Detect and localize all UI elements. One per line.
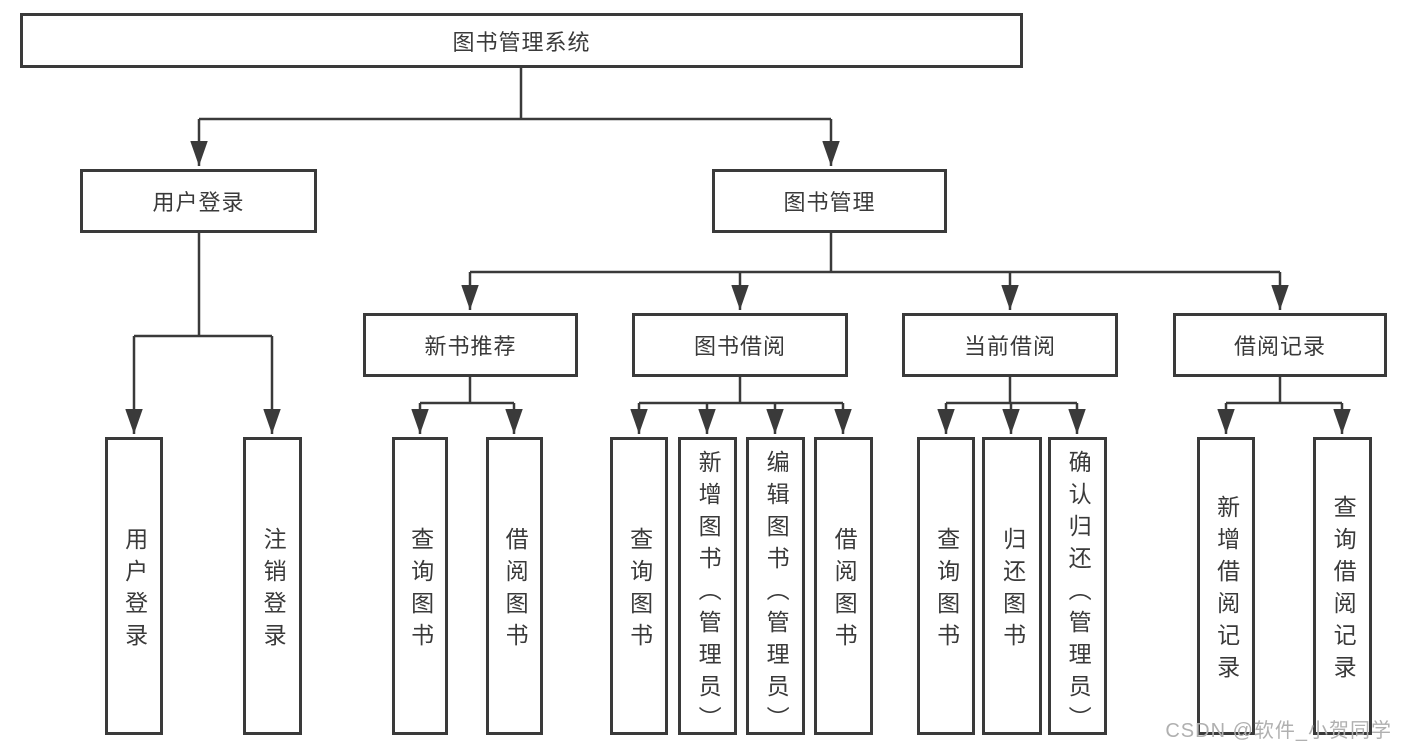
node-label: 确认归还（管理员） bbox=[1065, 449, 1092, 738]
node-new-book-recommend: 新书推荐 bbox=[363, 313, 578, 377]
node-leaf-logout: 注销登录 bbox=[243, 437, 302, 735]
node-label: 新增图书（管理员） bbox=[695, 449, 722, 738]
node-label: 用户登录 bbox=[152, 190, 245, 215]
node-label: 借阅图书 bbox=[831, 526, 858, 655]
node-book-borrowing: 图书借阅 bbox=[632, 313, 848, 377]
node-book-management-system: 图书管理系统 bbox=[20, 13, 1023, 68]
node-leaf-user-login: 用户登录 bbox=[105, 437, 163, 735]
node-label: 借阅图书 bbox=[502, 526, 529, 655]
node-label: 新书推荐 bbox=[424, 334, 517, 359]
node-leaf-cb-return-books: 归还图书 bbox=[982, 437, 1042, 735]
csdn-watermark: CSDN @软件_小贺同学 bbox=[1165, 720, 1392, 742]
node-label: 当前借阅 bbox=[963, 334, 1056, 359]
node-leaf-bb-edit-books-admin: 编辑图书（管理员） bbox=[746, 437, 805, 738]
node-label: 查询图书 bbox=[933, 526, 960, 655]
node-leaf-br-add-record: 新增借阅记录 bbox=[1197, 437, 1255, 735]
node-label: 编辑图书（管理员） bbox=[763, 449, 790, 738]
node-user-login-branch: 用户登录 bbox=[80, 169, 317, 233]
node-book-management-branch: 图书管理 bbox=[712, 169, 947, 233]
node-label: 借阅记录 bbox=[1233, 334, 1326, 359]
node-label: 查询图书 bbox=[407, 526, 434, 655]
node-borrow-records: 借阅记录 bbox=[1173, 313, 1387, 377]
node-label: 用户登录 bbox=[121, 526, 148, 655]
node-label: 注销登录 bbox=[260, 526, 287, 655]
node-label: 图书管理 bbox=[783, 190, 876, 215]
node-leaf-cb-query-books: 查询图书 bbox=[917, 437, 975, 735]
node-leaf-bb-query-books: 查询图书 bbox=[610, 437, 668, 735]
node-label: 查询借阅记录 bbox=[1330, 494, 1357, 687]
node-label: 查询图书 bbox=[626, 526, 653, 655]
node-label: 图书借阅 bbox=[693, 334, 786, 359]
node-leaf-cb-confirm-return-admin: 确认归还（管理员） bbox=[1048, 437, 1107, 738]
node-leaf-br-query-record: 查询借阅记录 bbox=[1313, 437, 1372, 735]
node-leaf-nb-query-books: 查询图书 bbox=[392, 437, 448, 735]
node-current-borrowing: 当前借阅 bbox=[902, 313, 1118, 377]
node-label: 新增借阅记录 bbox=[1213, 494, 1240, 687]
node-leaf-nb-borrow-books: 借阅图书 bbox=[486, 437, 543, 735]
node-label: 归还图书 bbox=[999, 526, 1026, 655]
node-leaf-bb-borrow-books: 借阅图书 bbox=[814, 437, 873, 735]
node-label: 图书管理系统 bbox=[452, 29, 591, 55]
node-leaf-bb-add-books-admin: 新增图书（管理员） bbox=[678, 437, 737, 738]
